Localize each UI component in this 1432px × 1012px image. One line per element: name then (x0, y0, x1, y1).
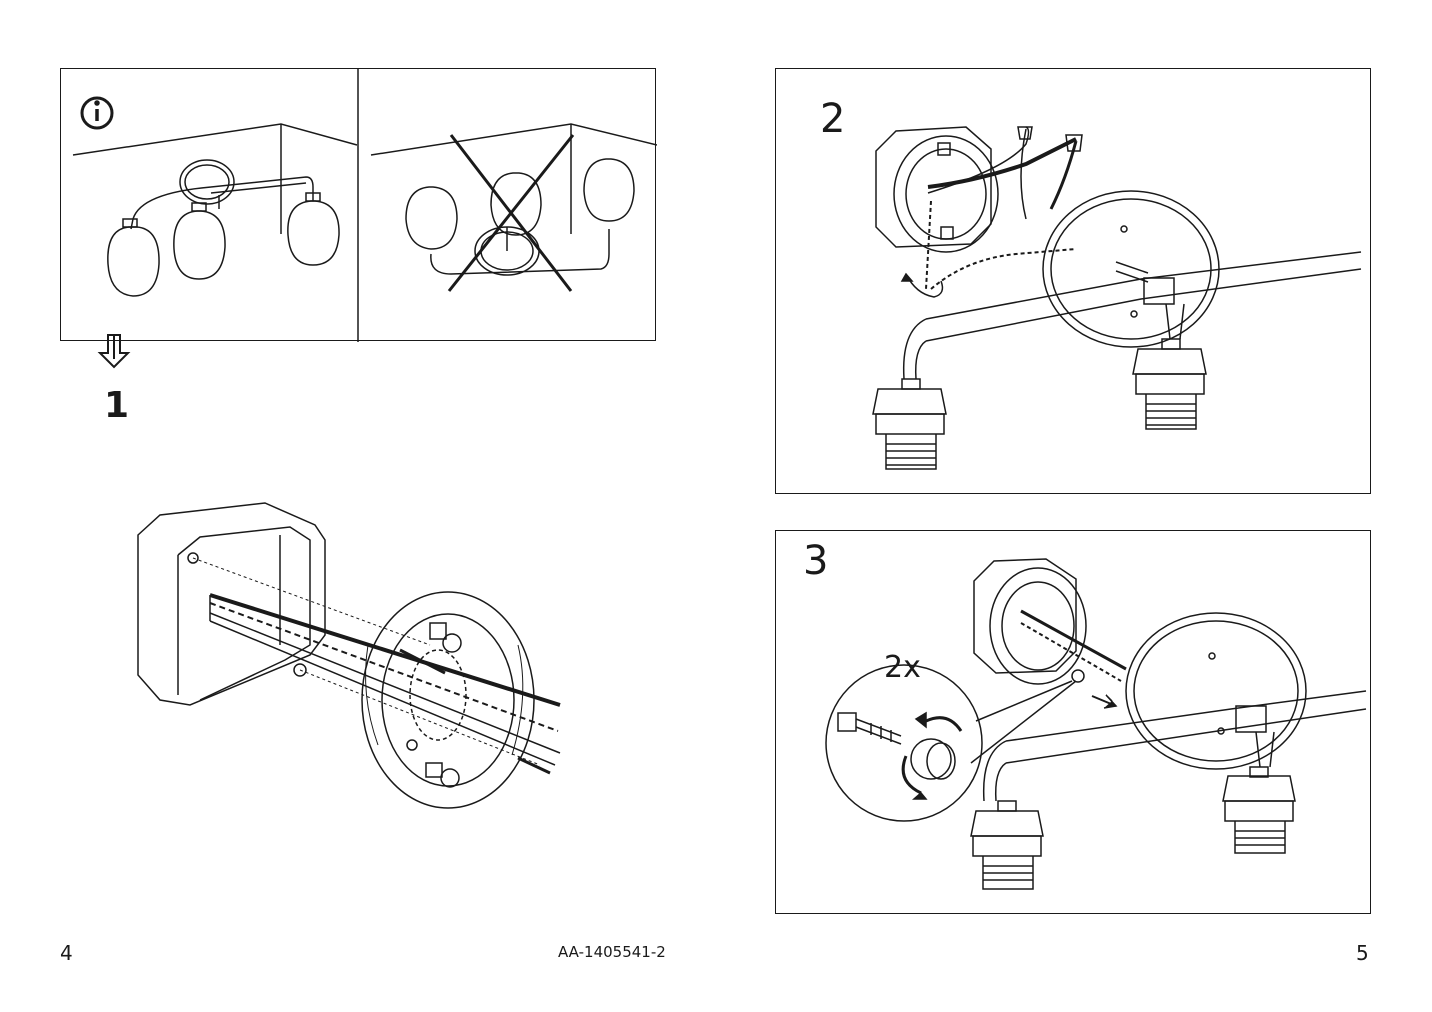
canopy-illustration (1043, 191, 1219, 347)
info-panel (60, 68, 656, 341)
info-icon (82, 98, 112, 128)
socket-right-illustration (1223, 767, 1295, 853)
socket-left-illustration (873, 379, 946, 469)
quantity-label: 2x (884, 650, 921, 685)
socket-right-illustration (1133, 339, 1206, 429)
lamp-arm-illustration (904, 252, 1361, 379)
right-page-number: 5 (1356, 941, 1369, 965)
canopy-illustration (1072, 613, 1306, 769)
wires-illustration (902, 127, 1082, 297)
step-2-panel: 2 (775, 68, 1371, 494)
junction-box-illustration (974, 559, 1126, 684)
junction-box-illustration (876, 127, 998, 252)
step-1-number: 1 (104, 385, 130, 426)
step-3-panel: 3 2x (775, 530, 1371, 914)
socket-left-illustration (971, 801, 1043, 889)
step-2-number: 2 (820, 96, 846, 142)
down-arrow-icon (94, 333, 134, 371)
left-page-number: 4 (60, 941, 73, 965)
step-1-illustration (120, 495, 600, 815)
detail-magnifier-illustration (826, 665, 1076, 821)
lamp-arm-illustration (984, 691, 1366, 801)
lamp-incorrect-illustration (371, 124, 657, 291)
step-3-number: 3 (803, 538, 829, 584)
lamp-correct-illustration (73, 124, 357, 296)
document-code: AA-1405541-2 (558, 943, 666, 961)
